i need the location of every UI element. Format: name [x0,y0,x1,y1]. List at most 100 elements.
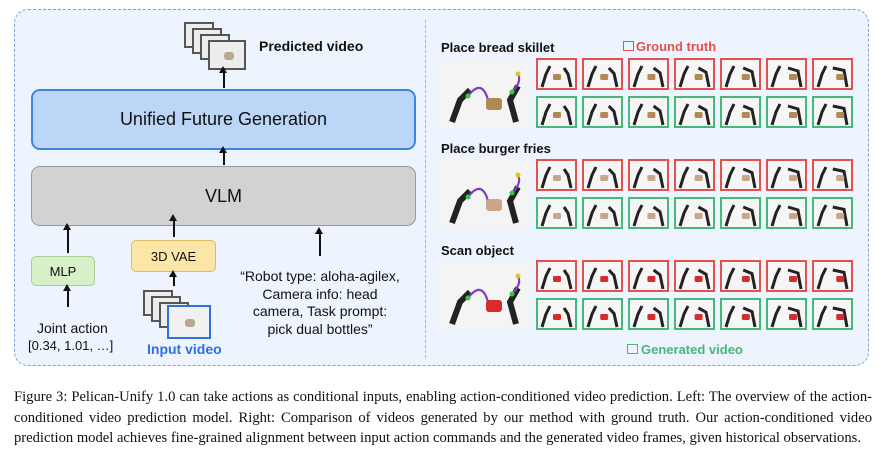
frame-thumbnail [816,267,849,290]
frame-thumbnail [586,65,619,88]
frame-thumbnail [586,305,619,328]
ground-truth-frame [536,159,577,191]
frame-thumbnail [724,65,757,88]
robot-arms-illustration [438,60,530,127]
frame-thumbnail [540,204,573,227]
frame-thumbnail [586,166,619,189]
frame-thumbnail [816,103,849,126]
generated-frame [628,96,669,128]
frame-thumbnail [678,267,711,290]
ground-truth-frame [812,260,853,292]
ground-truth-frame [582,159,623,191]
generated-frame [674,96,715,128]
ground-truth-frame [536,58,577,90]
frame-thumbnail [678,65,711,88]
prompt-line: Camera info: head [262,285,378,302]
joint-action-label: Joint action [37,320,108,336]
generated-frame [582,197,623,229]
generated-frame [628,197,669,229]
task-still-frame [438,161,530,228]
ground-truth-frame [812,159,853,191]
generated-frame [536,197,577,229]
frame-thumbnail [770,305,803,328]
arrow-ufg-to-predicted [220,66,226,88]
generated-frame [674,298,715,330]
generated-legend-label: Generated video [641,342,743,357]
generated-frame [536,96,577,128]
frame-thumbnail [632,166,665,189]
ground-truth-frame [674,260,715,292]
ground-truth-legend-swatch [623,41,634,51]
input-frame-4 [167,305,211,339]
arrow-prompt-to-vlm [316,227,322,256]
frame-thumbnail [540,103,573,126]
ground-truth-legend-label: Ground truth [636,39,717,54]
frame-thumbnail [770,103,803,126]
prompt-line: camera, Task prompt: [252,303,388,319]
generated-frame [720,298,761,330]
frame-thumbnail [632,103,665,126]
arrow-vae-to-vlm [170,214,176,237]
frame-thumbnail [540,166,573,189]
task-title-3: Scan object [441,243,514,258]
ground-truth-frame [628,58,669,90]
text-prompt: “Robot type: aloha-agilex, Camera info: … [240,268,400,338]
ground-truth-frame [536,260,577,292]
frame-thumbnail [586,267,619,290]
ground-truth-frame [582,58,623,90]
panel-divider [425,20,426,358]
frame-thumbnail [770,267,803,290]
generated-frame [536,298,577,330]
frame-thumbnail [678,204,711,227]
generated-frame [582,96,623,128]
figure-caption: Figure 3: Pelican-Unify 1.0 can take act… [14,389,872,446]
ground-truth-frame [582,260,623,292]
prompt-line: “Robot type: aloha-agilex, [240,268,400,284]
frame-thumbnail [816,166,849,189]
ground-truth-frame [720,159,761,191]
generated-frame [812,298,853,330]
ground-truth-frame [674,159,715,191]
frame-thumbnail [540,305,573,328]
generated-frame [582,298,623,330]
prompt-line: pick dual bottles” [267,320,373,337]
predicted-video-label: Predicted video [259,38,364,54]
generated-frame [766,96,807,128]
frame-thumbnail [632,267,665,290]
robot-arms-illustration [438,161,530,228]
mlp-block: MLP [31,256,95,286]
frame-thumbnail [586,204,619,227]
frame-thumbnail [632,204,665,227]
ground-truth-frame [674,58,715,90]
generated-frame [720,197,761,229]
joint-action-values: [0.34, 1.01, …] [28,338,114,353]
ground-truth-frame [628,260,669,292]
generated-frame [766,197,807,229]
task-title-1: Place bread skillet [441,40,555,55]
arrow-input-to-vae [170,270,176,286]
frame-thumbnail [816,65,849,88]
robot-arms-illustration [438,262,530,329]
generated-frame [766,298,807,330]
3d-vae-block: 3D VAE [131,240,216,272]
unified-future-generation-block: Unified Future Generation [31,89,416,150]
frame-thumbnail [724,204,757,227]
input-video-label: Input video [147,341,222,357]
frame-thumbnail [816,305,849,328]
ground-truth-frame [766,58,807,90]
generated-legend-swatch [627,344,638,354]
frame-thumbnail [632,65,665,88]
generated-frame [674,197,715,229]
ground-truth-frame [720,58,761,90]
frame-thumbnail [770,65,803,88]
task-still-frame [438,60,530,127]
frame-thumbnail [770,204,803,227]
ground-truth-frame [766,260,807,292]
task-title-2: Place burger fries [441,141,551,156]
ground-truth-frame [812,58,853,90]
frame-thumbnail [678,305,711,328]
generated-frame [628,298,669,330]
frame-thumbnail [724,103,757,126]
frame-thumbnail [816,204,849,227]
frame-thumbnail [632,305,665,328]
